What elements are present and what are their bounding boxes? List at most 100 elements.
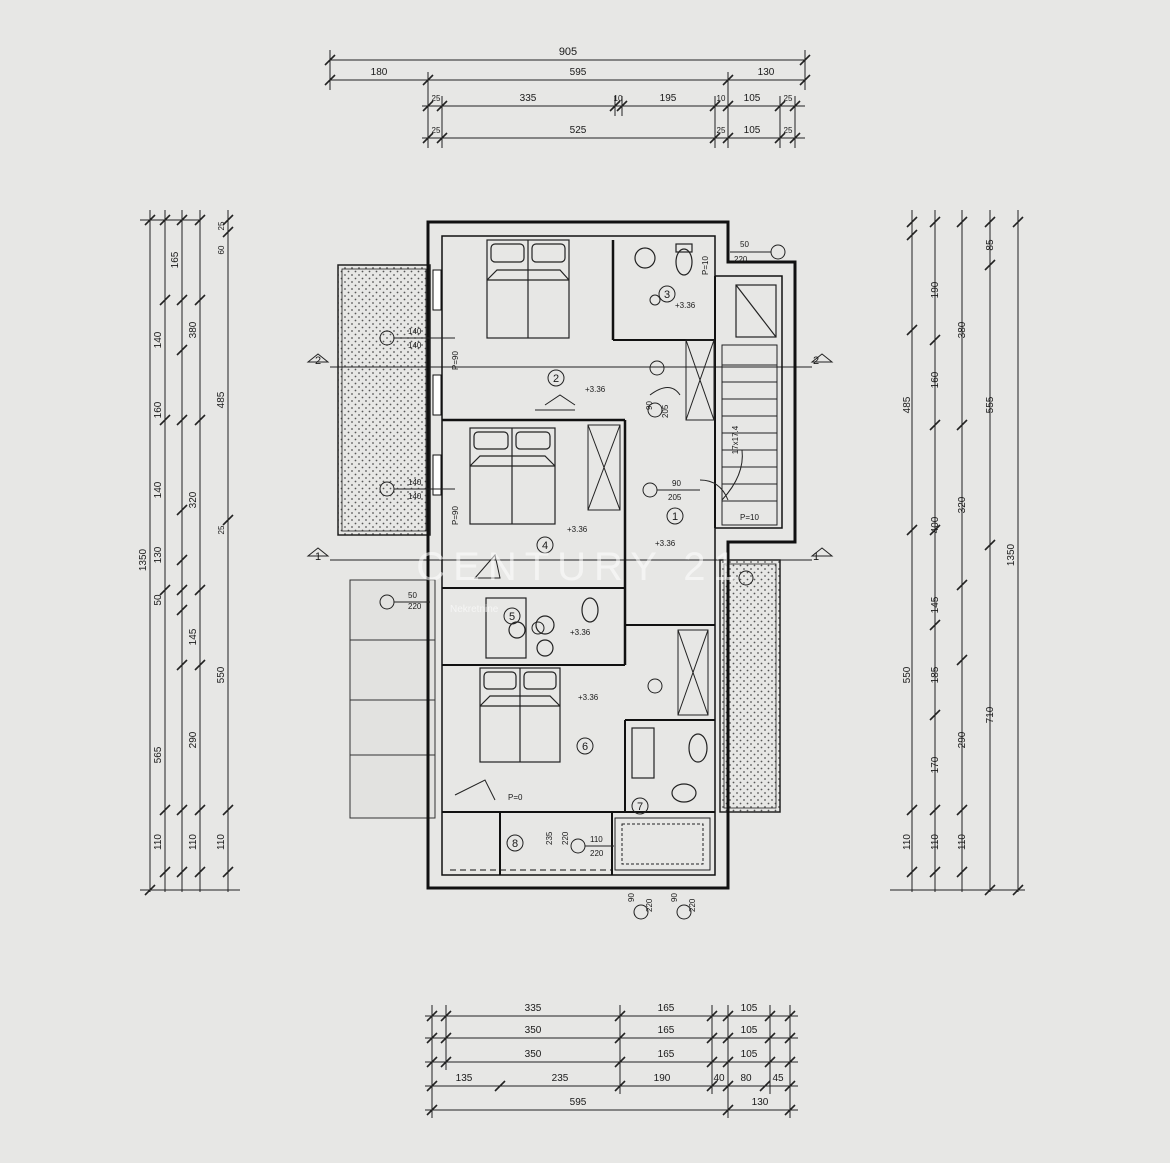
dim-label: 165 [658, 1003, 675, 1014]
stair-label: 17x17.4 [731, 425, 740, 454]
dim-label: 60 [217, 245, 226, 254]
dim-label: 565 [153, 746, 164, 763]
dim-label: 25 [717, 126, 726, 135]
dim-label: 380 [957, 321, 968, 338]
level-label: +3.36 [567, 525, 588, 534]
door-label: 90 [645, 401, 654, 410]
dim-label: 190 [930, 281, 941, 298]
dim-label: 110 [188, 834, 199, 850]
window-label: 50 [740, 240, 749, 249]
bed-room-6 [479, 667, 561, 763]
room-number-2: 2 [553, 373, 559, 385]
room-8-cabinet [614, 817, 711, 871]
top-dimension-labels: 905 180 595 130 25 335 10 195 10 105 25 … [371, 46, 793, 136]
dim-label: 335 [520, 93, 537, 104]
parapet-label: P=10 [701, 256, 710, 275]
door-label: 90 [627, 893, 636, 902]
dim-label: 485 [902, 396, 913, 413]
section-marker-1-right: 1 [813, 551, 819, 563]
dim-label: 135 [456, 1073, 473, 1084]
section-marker-2-right: 2 [813, 355, 819, 367]
dim-label: 320 [957, 496, 968, 513]
parapet-label: P=90 [451, 351, 460, 370]
dim-label: 160 [930, 371, 941, 388]
dim-label: 595 [570, 67, 587, 78]
door-label: 205 [661, 404, 670, 418]
dim-label: 25 [784, 94, 793, 103]
wardrobes [587, 339, 715, 716]
staircase [721, 344, 778, 526]
building-walls [426, 220, 797, 890]
dim-label: 10 [717, 94, 726, 103]
dim-label: 160 [153, 401, 164, 418]
dim-label: 525 [570, 125, 587, 136]
dim-label: 170 [930, 756, 941, 773]
dim-label: 110 [153, 834, 164, 850]
dim-905: 905 [559, 46, 577, 58]
dim-label: 145 [188, 628, 199, 645]
dim-label: 25 [784, 126, 793, 135]
room-number-7: 7 [637, 801, 643, 813]
dim-label: 165 [658, 1025, 675, 1036]
dim-label: 105 [744, 93, 761, 104]
level-label: +3.36 [585, 385, 606, 394]
door-label: 205 [668, 493, 682, 502]
level-label: +3.36 [578, 693, 599, 702]
window-label: 220 [734, 255, 748, 264]
dim-1350-right: 1350 [1006, 543, 1017, 566]
dim-label: 710 [985, 706, 996, 723]
dim-label: 185 [930, 666, 941, 683]
dim-label: 550 [902, 666, 913, 683]
dim-label: 290 [957, 731, 968, 748]
watermark-sub: Nekretnine [450, 604, 499, 615]
window-label: 140 [408, 478, 422, 487]
bathroom-7-fixtures [631, 727, 708, 803]
dim-label: 130 [752, 1097, 769, 1108]
dim-label: 380 [188, 321, 199, 338]
balcony-right [719, 559, 781, 813]
door-label: 220 [688, 898, 697, 912]
parapet-label: P=90 [451, 506, 460, 525]
dim-label: 180 [371, 67, 388, 78]
window-label: 220 [590, 849, 604, 858]
bathroom-3-fixtures [634, 243, 777, 338]
dim-label: 145 [930, 596, 941, 613]
dim-label: 25 [217, 525, 226, 534]
parapet-label: P=0 [508, 793, 523, 802]
window-label: 140 [408, 327, 422, 336]
dim-label: 320 [188, 491, 199, 508]
door-label: 235 [545, 831, 554, 845]
dim-label: 45 [772, 1073, 784, 1084]
right-dimension-labels: 190 485 550 110 160 400 145 185 170 110 … [902, 239, 1017, 850]
dim-label: 25 [432, 126, 441, 135]
dim-1350-left: 1350 [138, 548, 149, 571]
section-marker-1-left: 1 [315, 551, 321, 563]
dim-label: 350 [525, 1025, 542, 1036]
room-number-4: 4 [542, 540, 548, 552]
dim-label: 190 [654, 1073, 671, 1084]
dim-label: 105 [741, 1049, 758, 1060]
opening-labels: 140 140 140 140 50 220 50 220 110 220 90… [408, 240, 749, 912]
dim-label: 110 [957, 834, 968, 850]
section-marker-2-left: 2 [315, 355, 321, 367]
room-number-circles [503, 285, 684, 852]
opening-symbols [379, 244, 786, 920]
dim-label: 485 [216, 391, 227, 408]
dim-label: 400 [930, 516, 941, 533]
terrace-left [337, 264, 431, 536]
dim-label: 105 [744, 125, 761, 136]
dim-label: 550 [216, 666, 227, 683]
door-label: 220 [561, 831, 570, 845]
dim-label: 85 [985, 239, 996, 251]
room-number-6: 6 [582, 741, 588, 753]
left-wall-windows [432, 269, 442, 496]
dim-label: 40 [713, 1073, 725, 1084]
dim-label: 25 [217, 221, 226, 230]
parapet-label: P=10 [740, 513, 759, 522]
steps-left [349, 579, 436, 819]
room-number-8: 8 [512, 838, 518, 850]
right-dimension-chains [890, 210, 1025, 896]
level-label: +3.36 [655, 539, 676, 548]
room-number-5: 5 [509, 611, 515, 623]
